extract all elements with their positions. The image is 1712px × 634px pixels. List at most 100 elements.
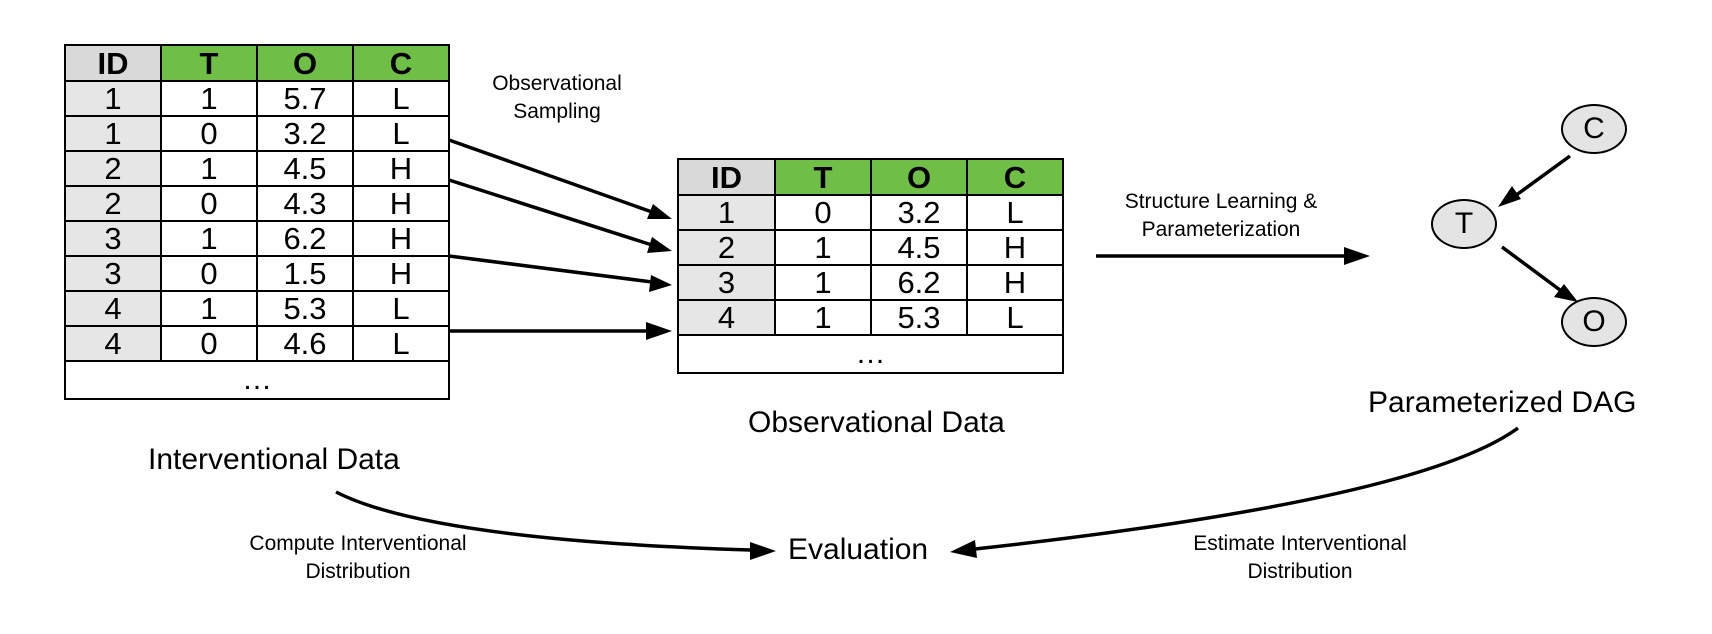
column-header-t: T bbox=[160, 44, 258, 82]
cell-t: 1 bbox=[160, 80, 258, 117]
cell-t: 0 bbox=[160, 185, 258, 222]
cell-t: 1 bbox=[774, 229, 872, 266]
table-row: 3 0 1.5 H bbox=[64, 255, 450, 292]
dag-node-t: T bbox=[1431, 199, 1497, 249]
cell-c: H bbox=[966, 229, 1064, 266]
cell-id: 3 bbox=[64, 255, 162, 292]
table-ellipsis: … bbox=[64, 360, 450, 400]
arrowhead bbox=[1344, 247, 1370, 265]
cell-id: 4 bbox=[64, 290, 162, 327]
cell-c: L bbox=[352, 290, 450, 327]
column-header-id: ID bbox=[64, 44, 162, 82]
cell-o: 4.5 bbox=[870, 229, 968, 266]
cell-o: 3.2 bbox=[870, 194, 968, 231]
table-ellipsis: … bbox=[677, 334, 1064, 374]
estimate-interventional-curve bbox=[974, 426, 1520, 551]
arrowhead bbox=[646, 322, 672, 340]
cell-t: 1 bbox=[774, 299, 872, 336]
cell-c: L bbox=[966, 194, 1064, 231]
table-row: 2 1 4.5 H bbox=[677, 229, 1064, 266]
observational-data-table: ID T O C 1 0 3.2 L 2 1 4.5 H 3 1 6.2 H 4… bbox=[677, 158, 1064, 374]
cell-o: 5.7 bbox=[256, 80, 354, 117]
table-row: 4 1 5.3 L bbox=[677, 299, 1064, 336]
cell-t: 1 bbox=[774, 264, 872, 301]
cell-id: 3 bbox=[64, 220, 162, 257]
structure-learning-label: Structure Learning & Parameterization bbox=[1096, 188, 1346, 244]
interventional-data-table: ID T O C 1 1 5.7 L 1 0 3.2 L 2 1 4.5 H 2… bbox=[64, 44, 450, 400]
observational-sampling-label: Observational Sampling bbox=[482, 70, 632, 126]
cell-t: 1 bbox=[160, 290, 258, 327]
cell-o: 5.3 bbox=[870, 299, 968, 336]
cell-o: 4.6 bbox=[256, 325, 354, 362]
arrowhead bbox=[1554, 284, 1578, 302]
dag-caption: Parameterized DAG bbox=[1368, 386, 1637, 419]
table-row: 2 0 4.3 H bbox=[64, 185, 450, 222]
cell-id: 2 bbox=[64, 185, 162, 222]
cell-c: H bbox=[352, 185, 450, 222]
arrowhead bbox=[647, 204, 672, 219]
cell-o: 4.5 bbox=[256, 150, 354, 187]
cell-c: H bbox=[352, 255, 450, 292]
observational-data-caption: Observational Data bbox=[748, 406, 1005, 439]
column-header-c: C bbox=[352, 44, 450, 82]
dag-node-c: C bbox=[1561, 104, 1627, 154]
column-header-c: C bbox=[966, 158, 1064, 196]
cell-id: 3 bbox=[677, 264, 776, 301]
table-row: 4 0 4.6 L bbox=[64, 325, 450, 362]
cell-t: 0 bbox=[160, 325, 258, 362]
cell-id: 4 bbox=[677, 299, 776, 336]
table-row: 1 0 3.2 L bbox=[64, 115, 450, 152]
structure-learning-line1: Structure Learning & bbox=[1124, 190, 1318, 213]
evaluation-label: Evaluation bbox=[788, 533, 929, 566]
cell-o: 3.2 bbox=[256, 115, 354, 152]
estimate-line1: Estimate Interventional bbox=[1193, 532, 1407, 555]
cell-t: 1 bbox=[160, 220, 258, 257]
cell-t: 0 bbox=[774, 194, 872, 231]
arrowhead bbox=[649, 275, 672, 292]
table-header-row: ID T O C bbox=[677, 158, 1064, 196]
arrowhead bbox=[750, 542, 776, 560]
cell-id: 2 bbox=[64, 150, 162, 187]
table-header-row: ID T O C bbox=[64, 44, 450, 82]
cell-t: 0 bbox=[160, 255, 258, 292]
cell-id: 4 bbox=[64, 325, 162, 362]
dag-node-o: O bbox=[1561, 297, 1627, 347]
cell-c: H bbox=[966, 264, 1064, 301]
table-row: 1 1 5.7 L bbox=[64, 80, 450, 117]
interventional-data-caption: Interventional Data bbox=[148, 443, 400, 476]
cell-o: 6.2 bbox=[256, 220, 354, 257]
cell-c: L bbox=[966, 299, 1064, 336]
cell-c: H bbox=[352, 150, 450, 187]
sampling-arrow-1 bbox=[448, 138, 653, 214]
cell-o: 4.3 bbox=[256, 185, 354, 222]
cell-id: 1 bbox=[64, 80, 162, 117]
table-row: 1 0 3.2 L bbox=[677, 194, 1064, 231]
table-row: 3 1 6.2 H bbox=[64, 220, 450, 257]
cell-t: 0 bbox=[160, 115, 258, 152]
dag-edge-c-t bbox=[1513, 154, 1572, 198]
cell-o: 5.3 bbox=[256, 290, 354, 327]
dag-edge-t-o bbox=[1500, 245, 1562, 292]
arrowhead bbox=[1498, 186, 1521, 207]
observational-sampling-line2: Sampling bbox=[513, 100, 601, 123]
cell-c: H bbox=[352, 220, 450, 257]
table-row: 4 1 5.3 L bbox=[64, 290, 450, 327]
sampling-arrow-2 bbox=[448, 178, 653, 247]
cell-c: L bbox=[352, 115, 450, 152]
table-row: 2 1 4.5 H bbox=[64, 150, 450, 187]
arrowhead bbox=[647, 237, 672, 253]
cell-c: L bbox=[352, 80, 450, 117]
column-header-id: ID bbox=[677, 158, 776, 196]
compute-line2: Distribution bbox=[305, 560, 411, 583]
sampling-arrow-3 bbox=[448, 254, 653, 284]
cell-c: L bbox=[352, 325, 450, 362]
compute-line1: Compute Interventional bbox=[249, 532, 467, 555]
cell-t: 1 bbox=[160, 150, 258, 187]
estimate-line2: Distribution bbox=[1247, 560, 1353, 583]
compute-interventional-label: Compute Interventional Distribution bbox=[218, 530, 498, 586]
compute-interventional-curve bbox=[335, 490, 751, 552]
structure-learning-line2: Parameterization bbox=[1141, 218, 1301, 241]
column-header-t: T bbox=[774, 158, 872, 196]
cell-id: 2 bbox=[677, 229, 776, 266]
table-ellipsis-row: … bbox=[64, 360, 450, 400]
